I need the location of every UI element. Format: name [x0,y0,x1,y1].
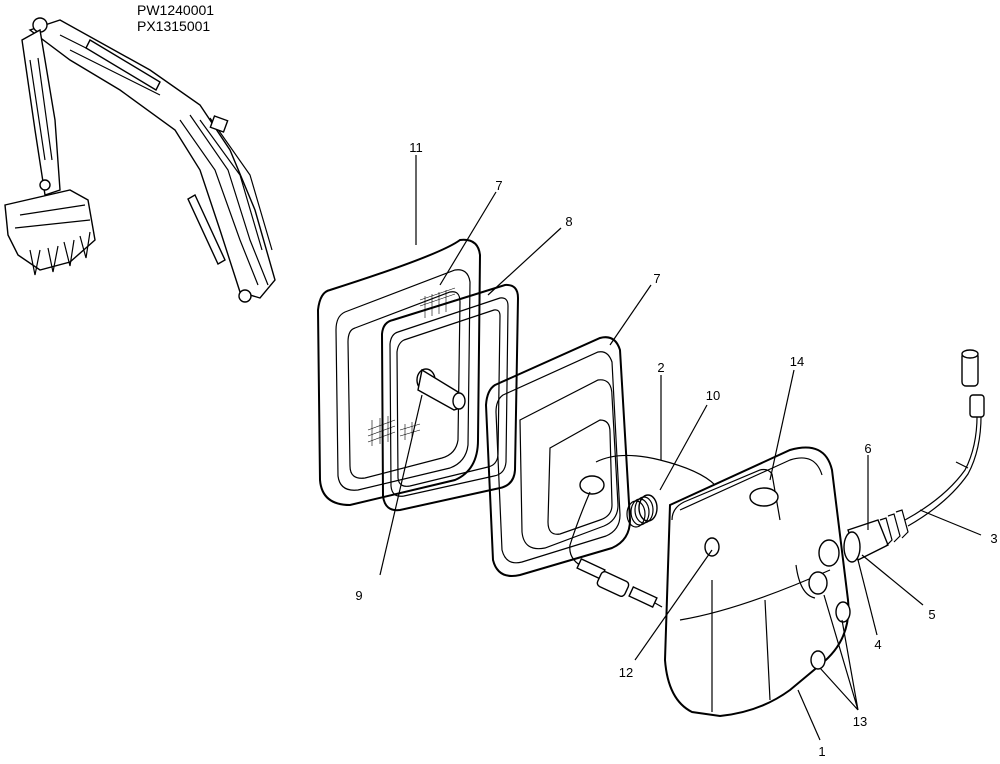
callout-13: 13 [853,714,867,729]
callout-6: 6 [864,441,871,456]
part-10-spring [626,494,658,528]
serial-codes: PW1240001 PX1315001 [137,2,214,34]
callout-7: 7 [653,271,660,286]
callout-9: 9 [355,588,362,603]
part-7-reflector [484,336,716,577]
callout-10: 10 [706,388,720,403]
callout-2: 2 [657,360,664,375]
part-9-bulb [379,368,466,576]
callout-5: 5 [928,607,935,622]
callout-12: 12 [619,665,633,680]
leader-lines [415,155,982,741]
callout-labels: 11 7 8 7 2 10 14 6 3 5 4 9 12 13 1 [355,140,997,759]
callout-1: 1 [818,744,825,759]
wire-connectors [576,558,663,608]
part-6-grommet [843,509,909,563]
serial-code: PW1240001 [137,2,215,18]
callout-4: 4 [874,637,881,652]
callout-8: 8 [565,214,572,229]
callout-7: 7 [495,178,502,193]
part-11-lens-frame [316,238,482,507]
callout-14: 14 [790,354,804,369]
serial-code: PX1315001 [137,18,211,34]
part-3-cable [904,349,985,527]
part-1-lamp-body [663,446,851,718]
callout-3: 3 [990,531,997,546]
excavator-arm-illustration [4,17,276,303]
callout-11: 11 [409,140,423,155]
